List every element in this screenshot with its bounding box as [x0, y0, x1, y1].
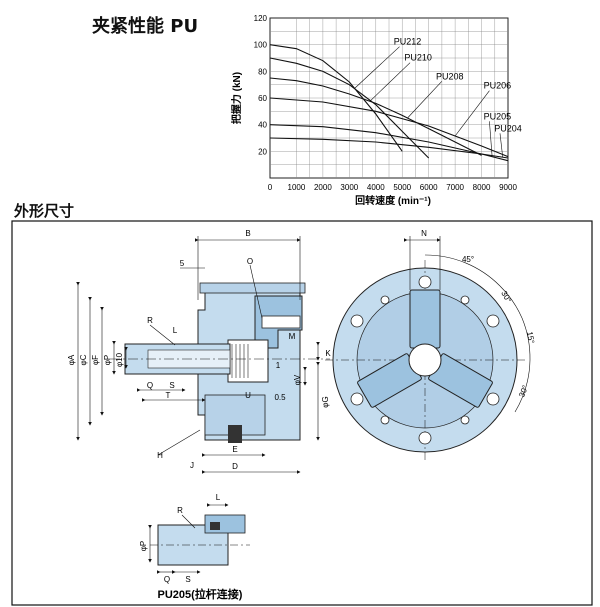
dim-phiV: φV [293, 374, 302, 385]
jaw-slot [261, 315, 301, 329]
dim-L-detail: L [216, 493, 221, 502]
dim-T: T [166, 391, 171, 400]
dim-30deg-top: 30° [499, 289, 513, 304]
dim-phiF: φF [91, 355, 100, 365]
series-line-PU212 [269, 44, 403, 152]
y-axis-label: 把握力 (kN) [230, 72, 243, 124]
dim-S: S [169, 381, 174, 390]
side-view: B 5 O R L M φA φC φF φP φ10 1 φV K φG Q … [67, 229, 331, 474]
dim-Q: Q [147, 381, 153, 390]
x-tick-labels: 0 1000 2000 3000 4000 5000 6000 7000 8000 9000 [268, 183, 518, 192]
chart-series [269, 44, 509, 162]
chart-grid [270, 18, 508, 178]
x-tick-label: 7000 [446, 183, 464, 192]
x-tick-label: 1000 [288, 183, 306, 192]
bolt-holes [350, 275, 500, 445]
dim-R-detail: R [177, 506, 183, 515]
dim-0.5: 0.5 [274, 393, 286, 402]
clamping-force-chart: 20 40 60 80 100 120 0 1000 2000 3000 4000 5000 6000… [230, 14, 522, 207]
top-flange [199, 282, 306, 294]
y-tick-labels: 20 40 60 80 100 120 [254, 14, 268, 156]
jaws [357, 289, 493, 408]
drawing-frame [11, 220, 593, 606]
x-tick-label: 4000 [367, 183, 385, 192]
leader-PU204 [499, 133, 504, 158]
leader-PU208 [407, 81, 443, 119]
lower-jaw [204, 394, 266, 436]
x-tick-label: 0 [268, 183, 273, 192]
dim-K: K [325, 349, 331, 358]
lower-bolt [228, 425, 242, 443]
y-tick-label: 40 [258, 121, 267, 130]
dim-M: M [289, 332, 296, 341]
x-tick-label: 3000 [340, 183, 358, 192]
dim-phiA: φA [67, 354, 76, 365]
x-axis-label: 回转速度 (min⁻¹) [355, 194, 431, 207]
leader-PU212 [354, 46, 400, 89]
series-label-PU212: PU212 [394, 37, 422, 47]
dim-5: 5 [180, 259, 185, 268]
dim-E: E [232, 445, 237, 454]
series-line-PU204 [269, 137, 509, 159]
x-tick-label: 2000 [314, 183, 332, 192]
dim-N: N [421, 229, 427, 238]
front-view: N 45° 30° 15° 30° [325, 229, 536, 460]
dim-15deg: 15° [525, 331, 536, 344]
dim-Q-detail: Q [164, 575, 170, 584]
dim-L: L [173, 326, 178, 335]
x-tick-label: 5000 [393, 183, 411, 192]
series-line-PU210 [269, 57, 430, 159]
series-line-PU208 [269, 77, 482, 156]
y-tick-label: 100 [254, 41, 268, 50]
leader-PU206 [454, 90, 490, 137]
series-line-PU206 [269, 97, 509, 158]
leader-PU205 [489, 121, 493, 157]
dim-U: U [245, 391, 251, 400]
dim-D: D [232, 462, 238, 471]
x-tick-label: 8000 [473, 183, 491, 192]
dim-phiP: φP [103, 355, 112, 366]
series-label-PU205: PU205 [484, 111, 512, 121]
dim-phiG: φG [321, 396, 330, 407]
drawbar-detail: L R φP Q S PU205(拉杆连接) [139, 493, 250, 601]
dim-S-detail: S [185, 575, 190, 584]
dim-B: B [245, 229, 250, 238]
series-label-PU206: PU206 [484, 81, 512, 91]
performance-title: 夹紧性能 PU [92, 16, 199, 37]
dim-R: R [147, 316, 153, 325]
series-label-PU208: PU208 [436, 71, 464, 81]
drawbar-caption: PU205(拉杆连接) [158, 587, 243, 601]
x-tick-label: 6000 [420, 183, 438, 192]
dim-phiC: φC [79, 354, 88, 365]
series-label-PU210: PU210 [404, 53, 432, 63]
dim-45deg: 45° [462, 255, 474, 264]
dim-phi10: φ10 [115, 352, 124, 367]
dim-1: 1 [276, 361, 281, 370]
center-hole [408, 343, 442, 377]
y-tick-label: 60 [258, 94, 267, 103]
dimension-drawing: B 5 O R L M φA φC φF φP φ10 1 φV K φG Q … [11, 220, 593, 606]
y-tick-label: 120 [254, 14, 268, 23]
dim-H: H [157, 451, 163, 460]
series-label-PU204: PU204 [494, 123, 522, 133]
leader-PU210 [370, 62, 411, 101]
dim-phiP-detail: φP [139, 541, 148, 552]
dimensions-title: 外形尺寸 [14, 202, 75, 220]
dim-O: O [247, 257, 253, 266]
y-tick-label: 20 [258, 147, 267, 156]
y-tick-label: 80 [258, 67, 267, 76]
dim-J: J [190, 461, 194, 470]
dim-30deg-bottom: 30° [517, 384, 530, 398]
x-tick-label: 9000 [499, 183, 517, 192]
